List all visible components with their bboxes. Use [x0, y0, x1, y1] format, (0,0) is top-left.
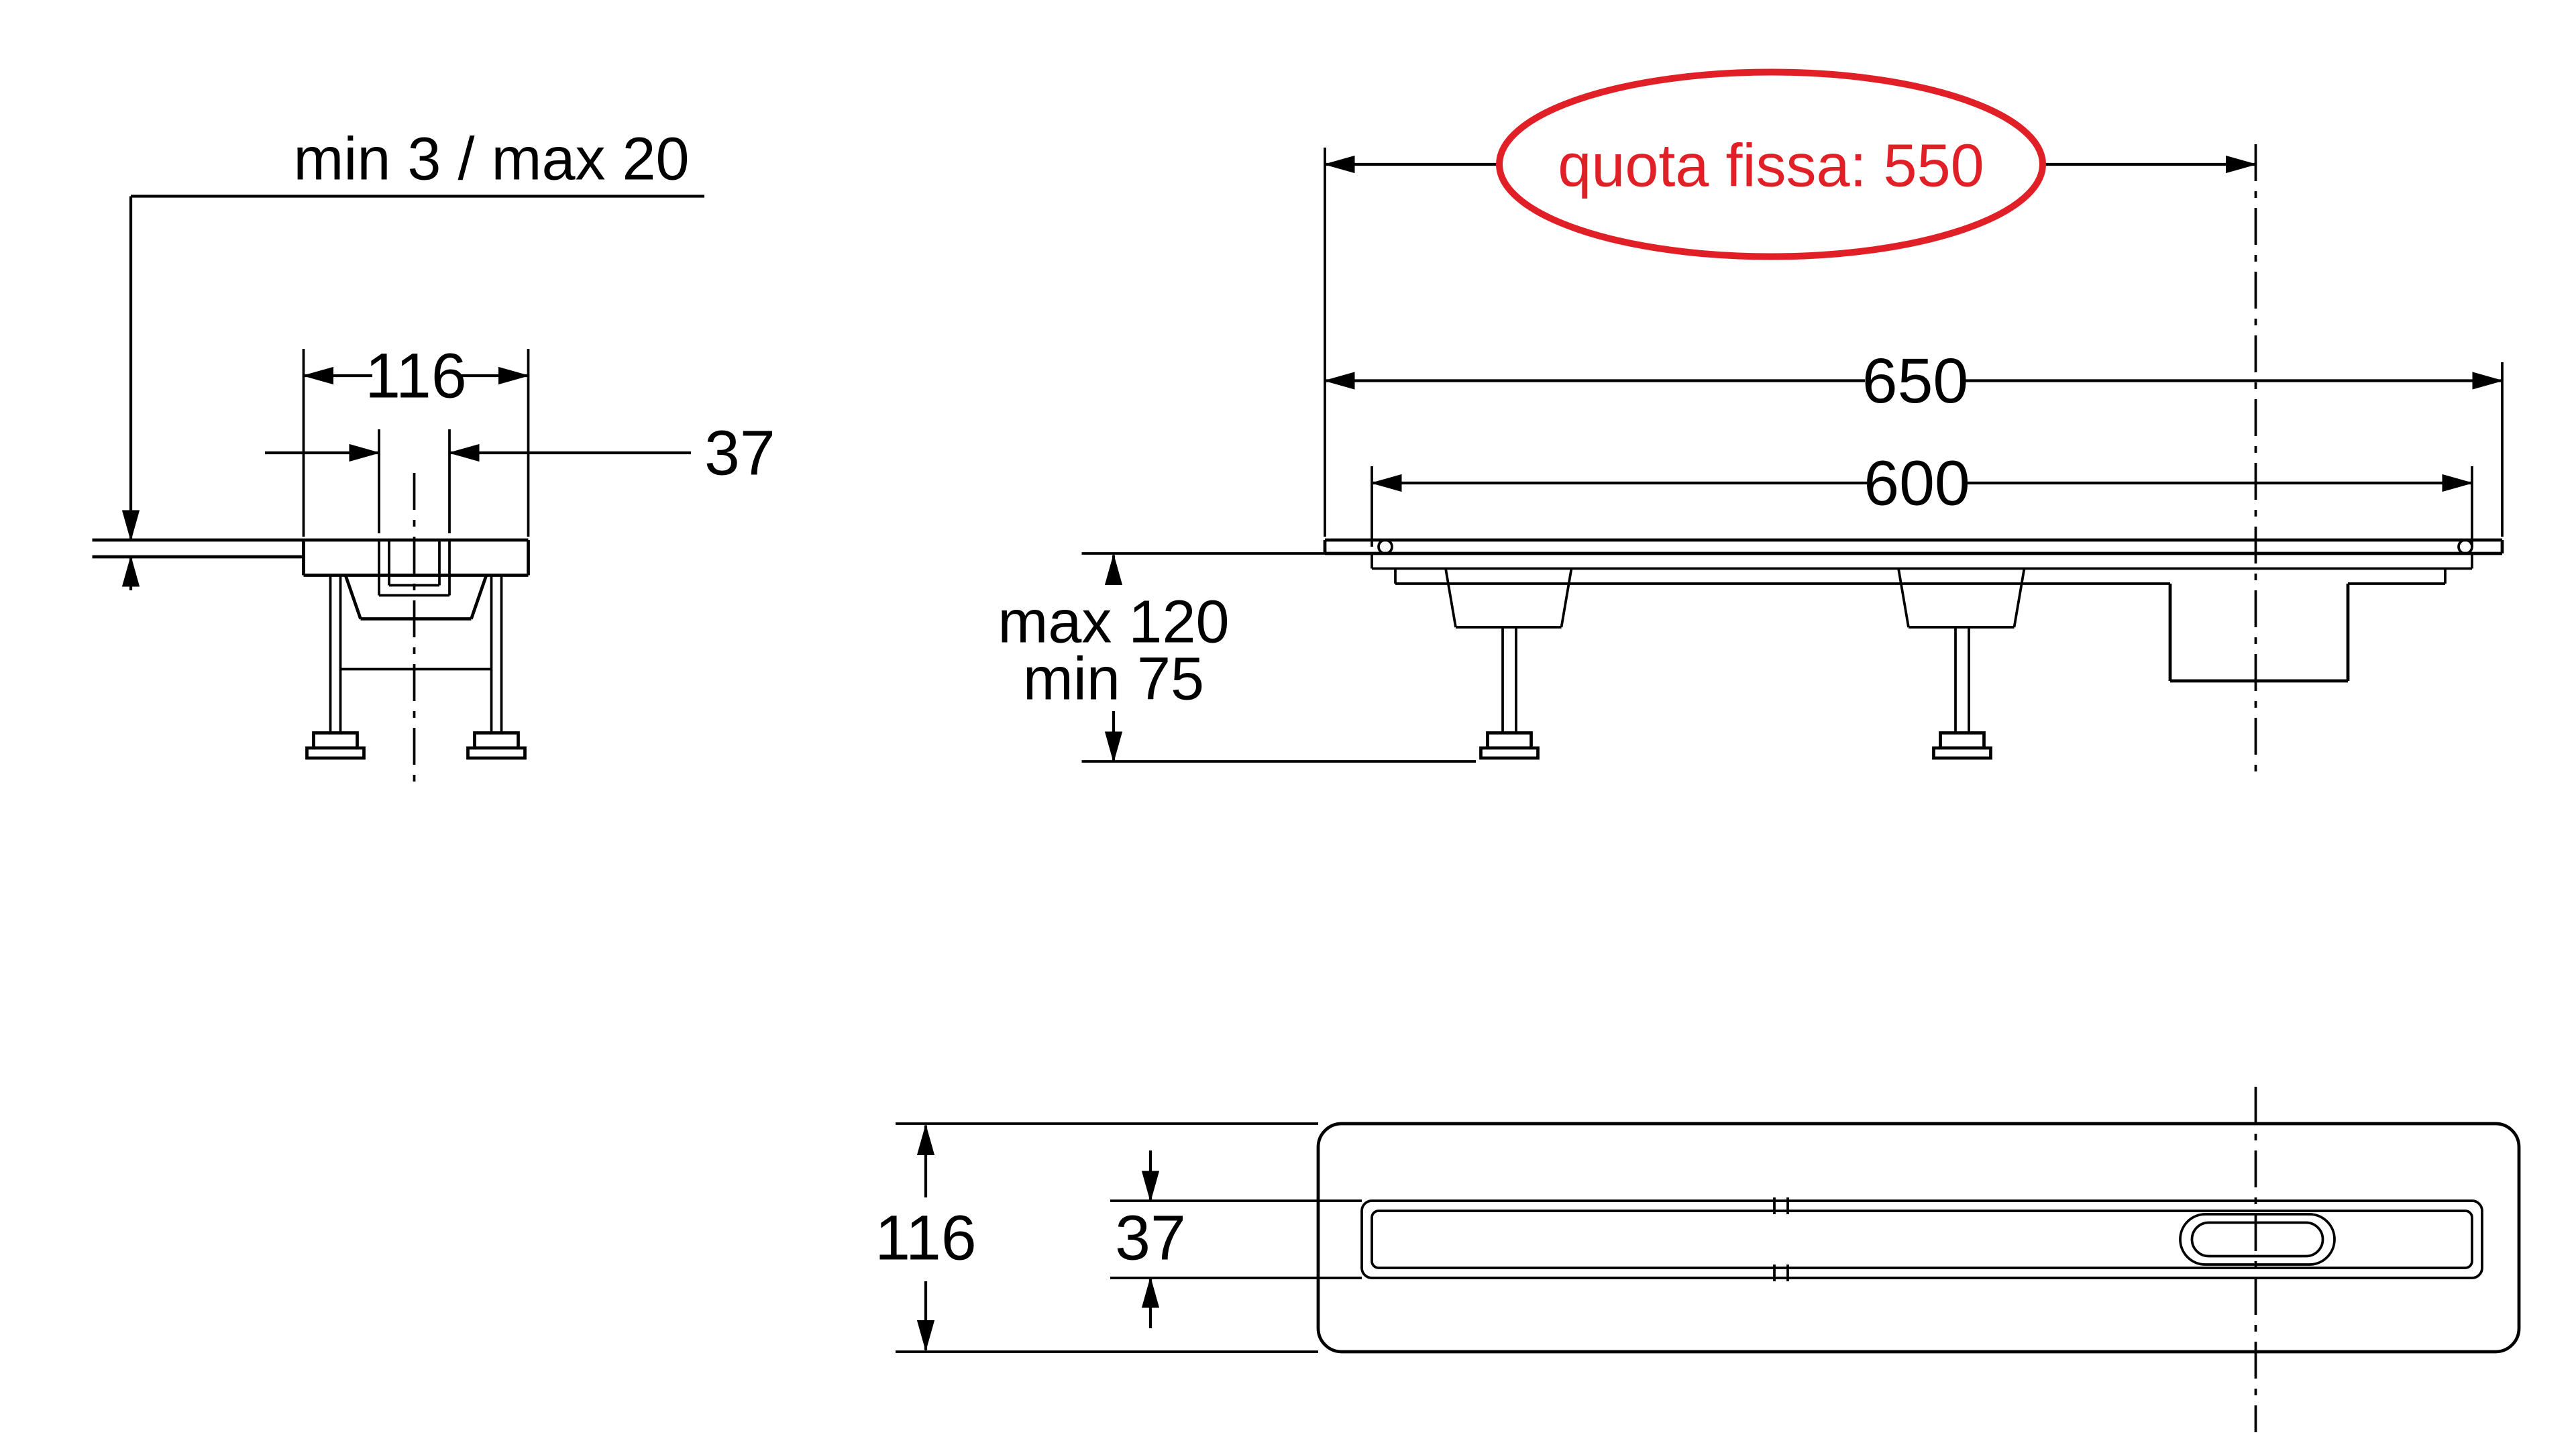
dim-channel-width: 37 [265, 418, 775, 533]
fixed-quote-label: quota fissa: 550 [1558, 133, 1984, 200]
gap-dimension-label: min 3 / max 20 [293, 126, 689, 193]
channel-length-label: 600 [1864, 448, 1970, 519]
outlet-sump [2168, 584, 2350, 683]
cross-section-view: min 3 / max 20 116 37 [92, 126, 775, 782]
dim-height: max 120 min 75 [998, 552, 1476, 763]
dim-fixed-quote-550: quota fissa: 550 [1323, 68, 2257, 537]
overall-length-label: 650 [1862, 345, 1969, 417]
side-view-legs [1479, 627, 1992, 760]
overall-width-label: 116 [365, 341, 466, 412]
dim-overall-length-650: 650 [1323, 345, 2504, 537]
cross-section-body [92, 473, 530, 782]
side-view: quota fissa: 550 650 600 max 120 min 75 [998, 68, 2504, 778]
plan-width-label: 116 [875, 1203, 976, 1274]
screw-left [1377, 539, 1393, 555]
channel-width-label: 37 [704, 418, 775, 489]
support-bracket-right [1897, 568, 2026, 629]
drain-slot [2179, 1213, 2336, 1266]
dim-plan-width-116: 116 [875, 1122, 1318, 1353]
dim-overall-width: 116 [302, 341, 530, 537]
support-bracket-left [1444, 568, 1573, 629]
plan-view-body [1316, 1087, 2521, 1432]
plan-channel-inner [1371, 1210, 2473, 1269]
plan-view: 116 37 [875, 1087, 2521, 1432]
dim-channel-length-600: 600 [1370, 448, 2474, 547]
dim-gap-min3-max20: min 3 / max 20 [121, 126, 704, 590]
plan-outer-body [1316, 1122, 2521, 1354]
cross-section-legs [305, 575, 527, 760]
height-max-label: max 120 [998, 589, 1229, 656]
plan-channel-outer [1360, 1199, 2483, 1279]
plan-channel-width-label: 37 [1115, 1203, 1186, 1274]
dim-plan-channel-37: 37 [1110, 1150, 1362, 1328]
fixed-quote-callout-ellipse [1496, 68, 2046, 260]
side-view-body [1323, 144, 2504, 778]
height-min-label: min 75 [1023, 646, 1204, 713]
screw-right [2457, 539, 2473, 555]
